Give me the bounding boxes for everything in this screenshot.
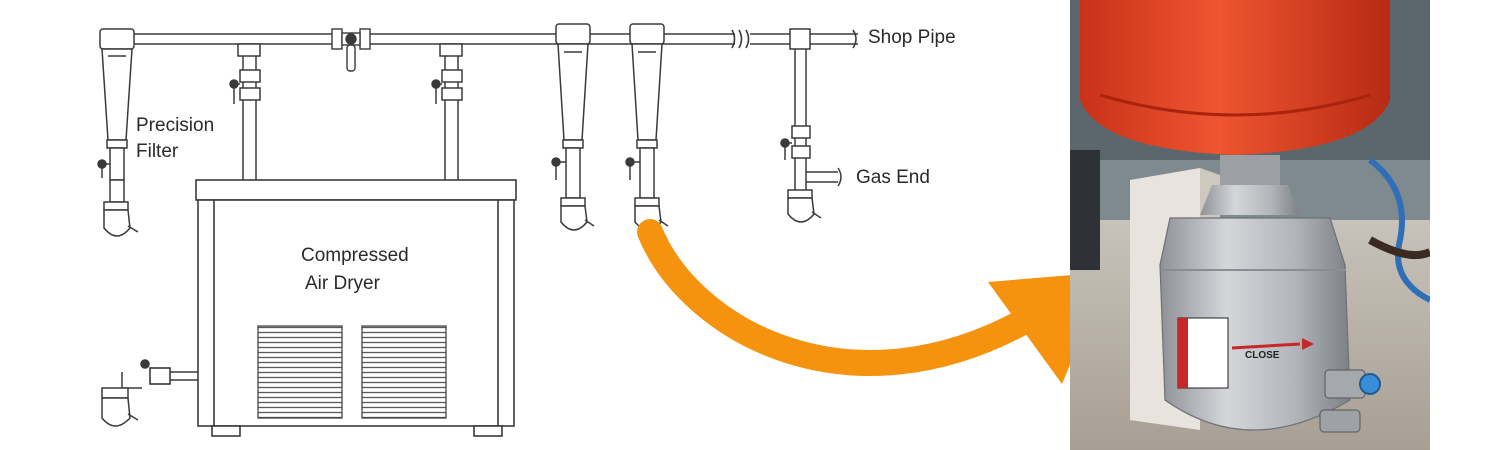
dryer-inlet-branch xyxy=(230,44,260,180)
drain-decal-close-text: CLOSE xyxy=(1245,350,1280,361)
auto-drain-icon xyxy=(788,190,821,222)
precision-filter-right xyxy=(626,24,664,198)
precision-filter-left xyxy=(98,29,134,202)
precision-filter-label-line1: Precision xyxy=(136,114,214,137)
gas-end-drop xyxy=(781,49,841,190)
shop-pipe-label: Shop Pipe xyxy=(868,26,956,49)
precision-filter-label-line2: Filter xyxy=(136,140,178,163)
auto-drain-icon xyxy=(104,202,138,236)
dryer-label-line2: Air Dryer xyxy=(305,272,380,295)
precision-filter-middle xyxy=(552,24,590,198)
header-ball-valve xyxy=(332,29,370,71)
gas-end-label: Gas End xyxy=(856,166,930,189)
dryer-label-line1: Compressed xyxy=(301,244,409,267)
dryer-outlet-branch xyxy=(432,44,462,180)
dryer-vent-grille-right xyxy=(362,326,446,418)
auto-drain-icon xyxy=(561,198,594,230)
auto-drain-icon xyxy=(102,372,142,426)
header-tee xyxy=(790,29,810,49)
curved-arrow-icon xyxy=(650,232,1108,384)
dryer-vent-grille-left xyxy=(258,326,342,418)
auto-drain-photo: CLOSE xyxy=(1070,0,1430,450)
